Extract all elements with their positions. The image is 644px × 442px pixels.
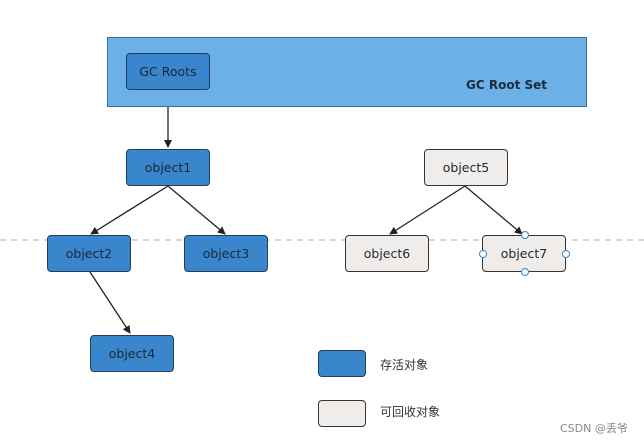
selection-handle-bottom[interactable] (521, 268, 529, 276)
node-object4[interactable]: object4 (90, 335, 174, 372)
selection-handle-right[interactable] (562, 250, 570, 258)
selection-handle-left[interactable] (479, 250, 487, 258)
legend-alive-swatch (318, 350, 366, 377)
node-object3[interactable]: object3 (184, 235, 268, 272)
edge-object5-object7 (464, 185, 523, 235)
legend-collectable-swatch (318, 400, 366, 427)
edge-object1-object2 (90, 185, 169, 235)
node-object7-label: object7 (500, 246, 548, 261)
gc-root-set-label: GC Root Set (466, 78, 547, 92)
node-object6[interactable]: object6 (345, 235, 429, 272)
legend-alive-label: 存活对象 (380, 358, 429, 372)
node-object7[interactable]: object7 (482, 235, 566, 272)
legend-collectable-label: 可回收对象 (380, 405, 441, 419)
node-gc-roots[interactable]: GC Roots (126, 53, 210, 90)
edge-object5-object6 (389, 185, 466, 235)
watermark: CSDN @丢爷 (560, 422, 628, 435)
node-object5[interactable]: object5 (424, 149, 508, 186)
node-object1[interactable]: object1 (126, 149, 210, 186)
selection-handle-top[interactable] (521, 231, 529, 239)
edge-object2-object4 (89, 271, 131, 334)
edge-object1-object3 (167, 185, 226, 235)
node-object2[interactable]: object2 (47, 235, 131, 272)
